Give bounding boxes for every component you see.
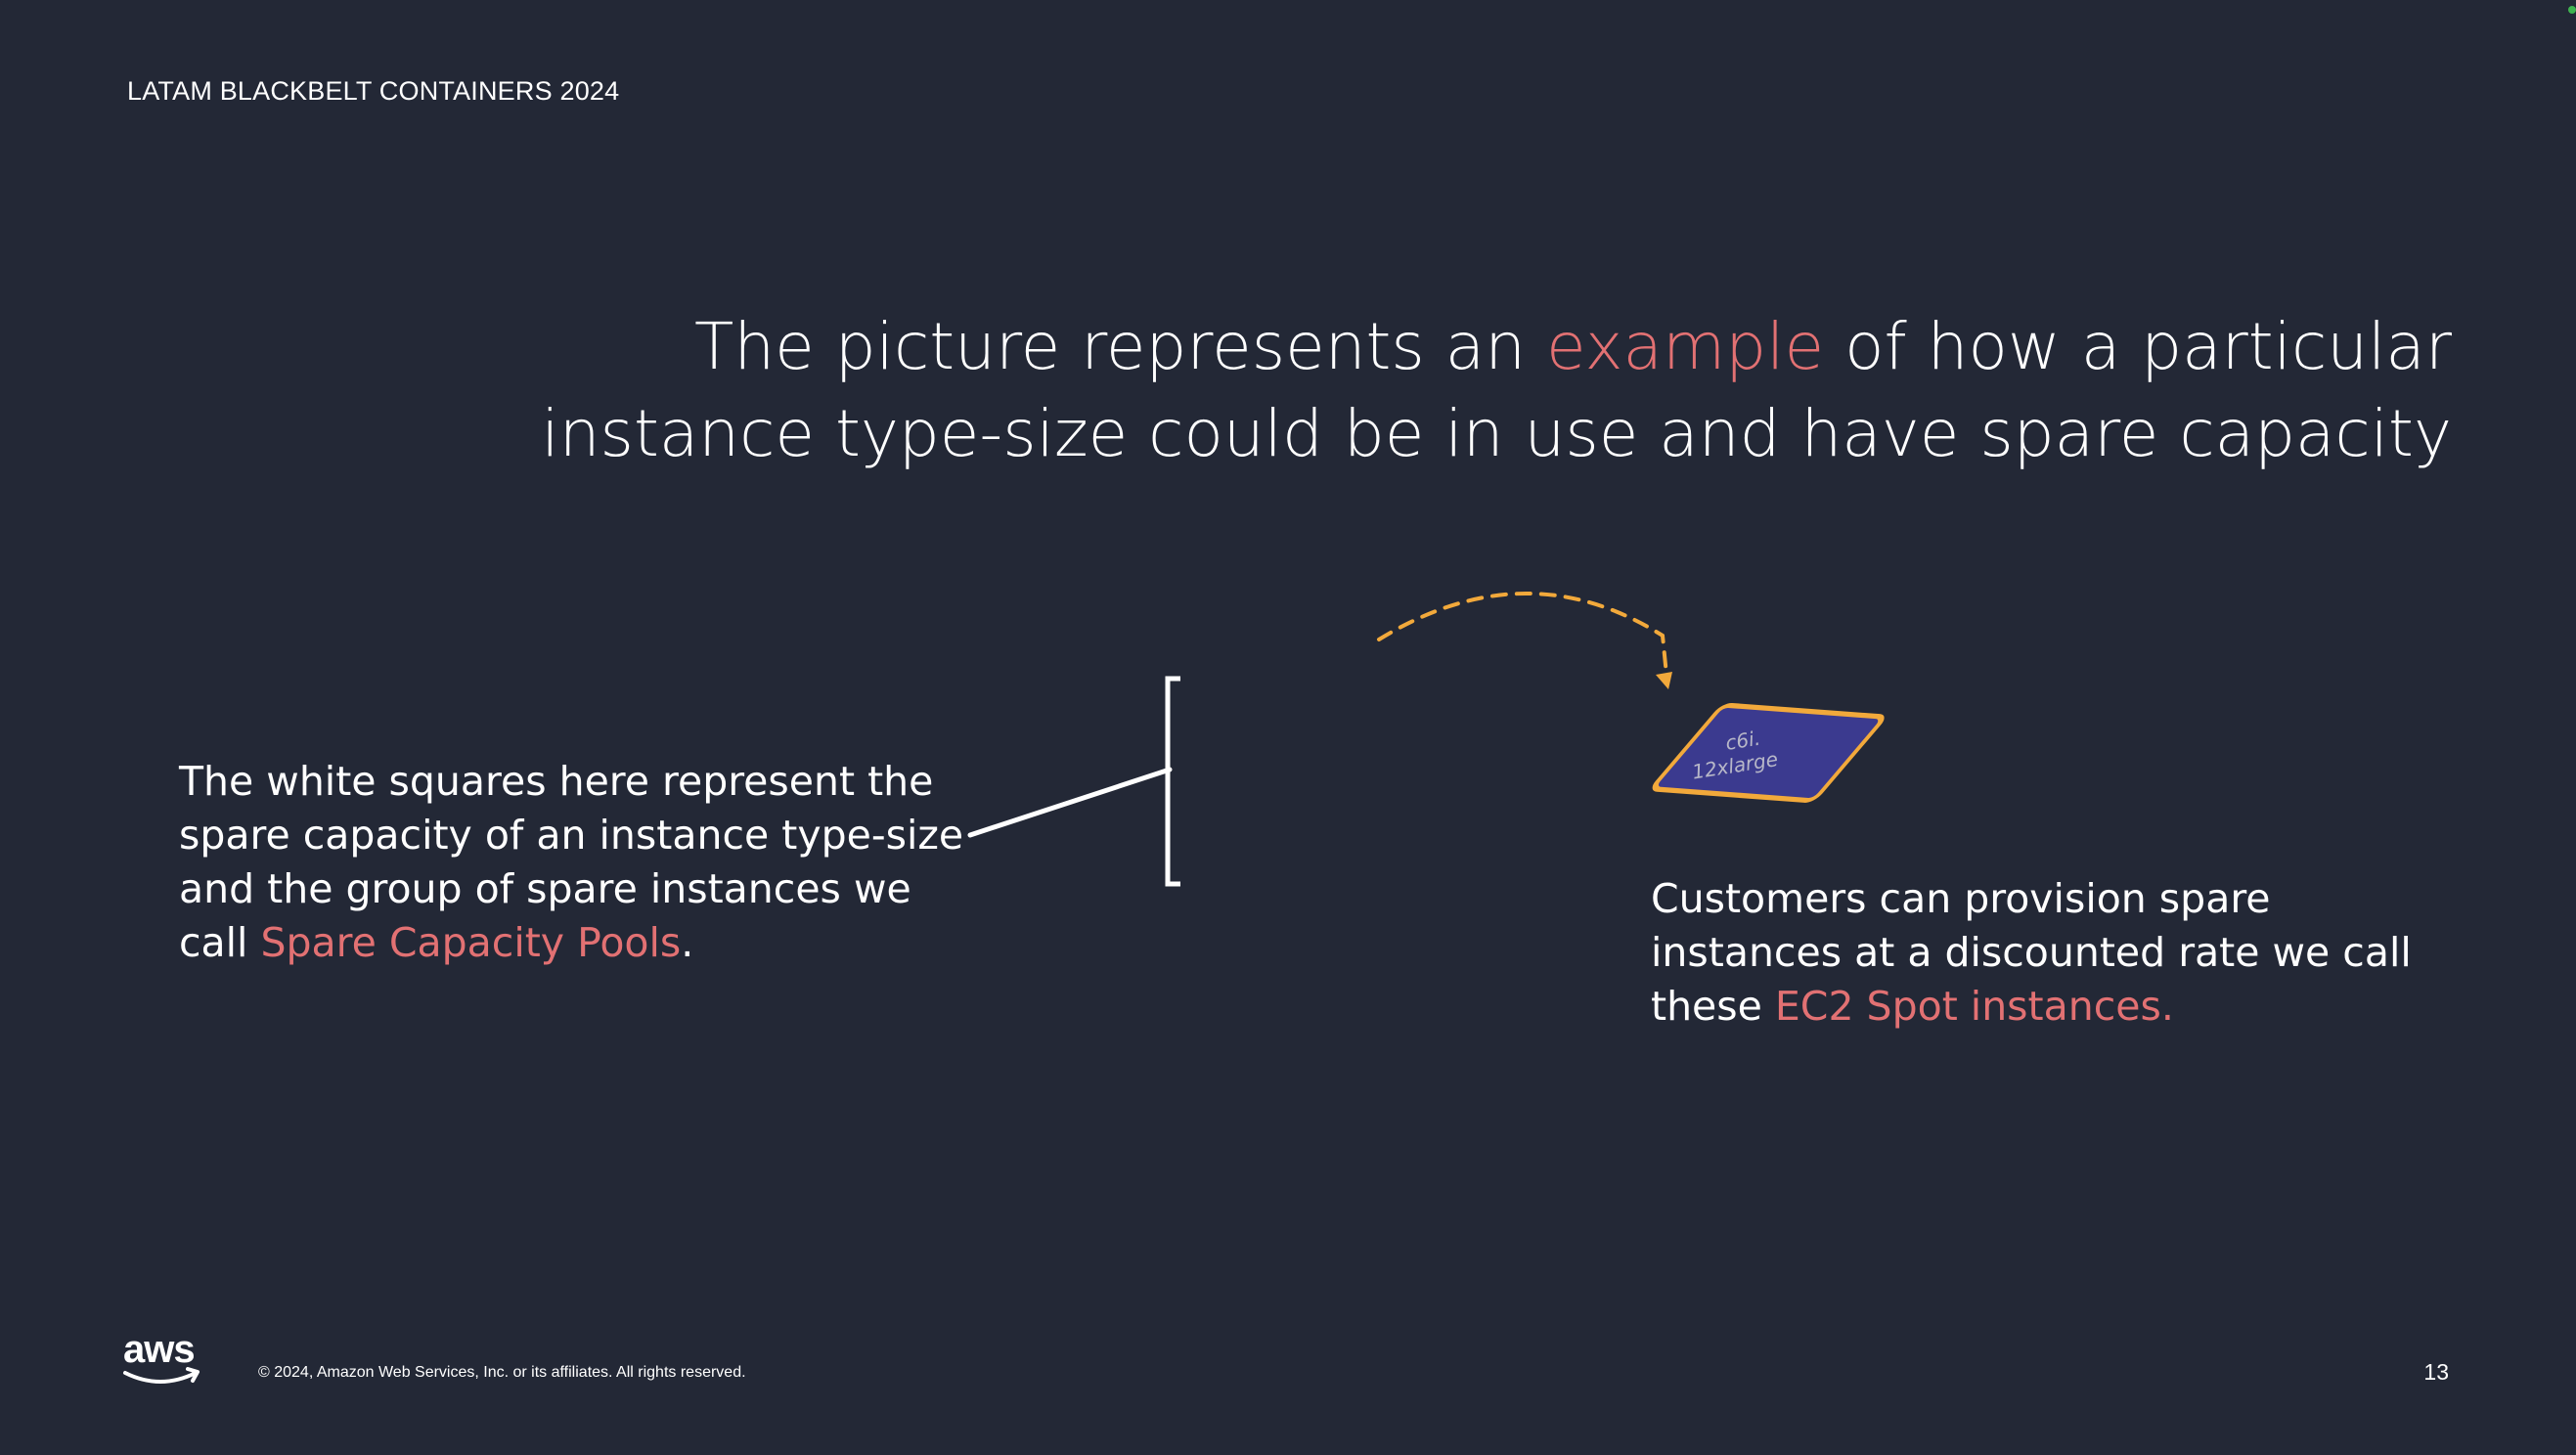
instance-card-family: c6i.	[1724, 727, 1762, 755]
aws-logo-text: aws	[123, 1328, 196, 1371]
event-label: LATAM BLACKBELT CONTAINERS 2024	[127, 76, 620, 106]
title-line-2: instance type-size could be in use and h…	[541, 396, 2452, 471]
instance-card-body	[1652, 702, 1885, 803]
page-number: 13	[2423, 1359, 2449, 1385]
note-text: The white squares here represent the spa…	[179, 758, 964, 966]
title-text: The picture represents an	[694, 309, 1547, 384]
instance-card-size: 12xlarge	[1691, 747, 1780, 784]
aws-logo-icon: aws	[121, 1328, 205, 1392]
status-dot	[2568, 6, 2576, 14]
ec2-spot-term: EC2 Spot instances.	[1774, 983, 2174, 1030]
capacity-bracket	[1165, 676, 1180, 887]
instance-card	[1652, 702, 1885, 803]
title-line-1: The picture represents an example of how…	[398, 303, 2452, 390]
aws-smile-icon	[123, 1367, 200, 1384]
pointer-line	[967, 767, 1173, 838]
arrow-head-icon	[1656, 672, 1672, 689]
spot-instances-note: Customers can provision spare instances …	[1651, 872, 2453, 1034]
title-accent-word: example	[1546, 309, 1825, 384]
slide-title: The picture represents an example of how…	[398, 303, 2452, 477]
spare-capacity-pools-term: Spare Capacity Pools	[260, 919, 682, 966]
dashed-arrow	[1377, 592, 1668, 677]
spare-capacity-note: The white squares here represent the spa…	[179, 755, 981, 970]
copyright-text: © 2024, Amazon Web Services, Inc. or its…	[258, 1364, 746, 1381]
note-end: .	[681, 919, 694, 966]
title-text: of how a particular	[1824, 309, 2452, 384]
note-text: Customers can provision spare instances …	[1651, 875, 2412, 1030]
